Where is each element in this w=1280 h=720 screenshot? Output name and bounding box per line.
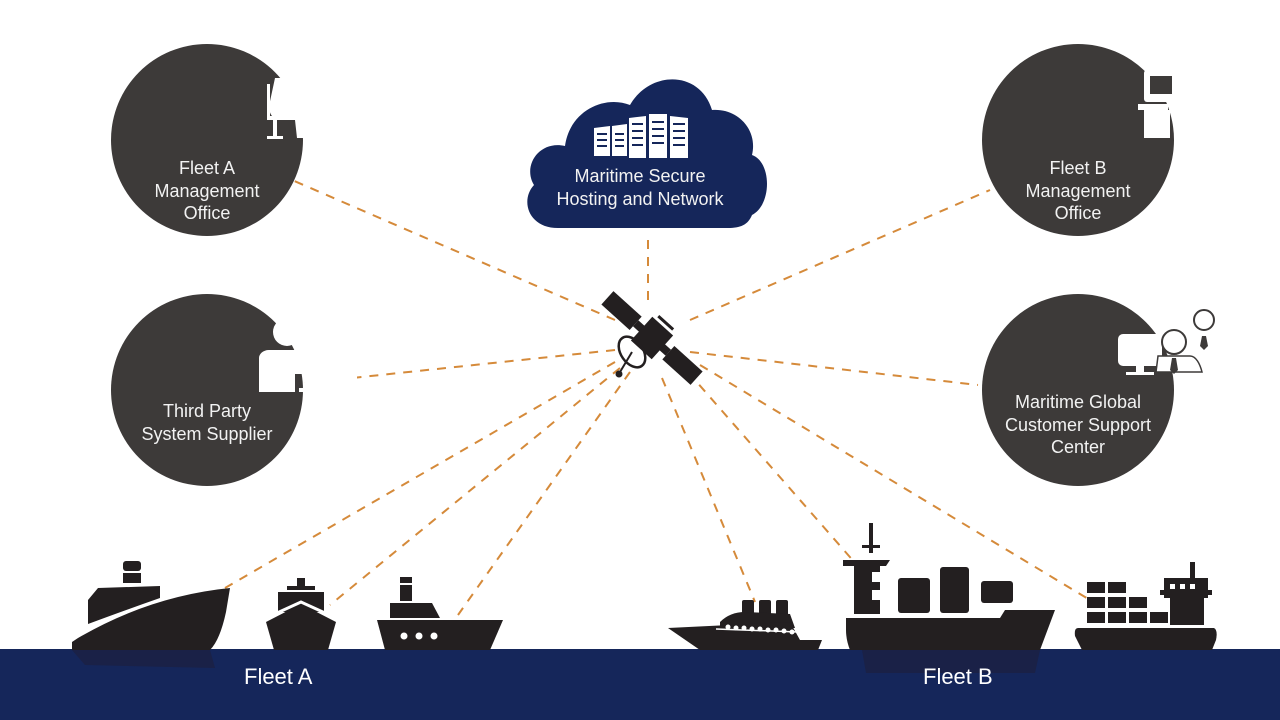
computer-user-icon <box>259 314 357 392</box>
link-cruise-ship <box>661 377 756 603</box>
desk-worker-icon <box>267 54 355 139</box>
link-support-center <box>689 351 979 386</box>
node-label-line: Management <box>154 180 260 201</box>
link-fleet-b-office <box>689 189 991 321</box>
link-cargo-ship <box>699 364 1091 601</box>
node-label-line: Fleet B <box>1049 158 1107 178</box>
node-label-line: Center <box>1050 437 1106 457</box>
node-label-line: Management <box>1025 180 1131 201</box>
link-fleet-a-office <box>291 179 616 321</box>
fleet-a-label: Fleet A <box>244 664 313 689</box>
node-label-line: System Supplier <box>141 423 273 444</box>
node-fleet-b-office: Fleet B Management Office <box>982 44 1212 236</box>
node-support-center: Maritime Global Customer Support Center <box>982 294 1230 486</box>
node-label-line: Office <box>1054 203 1102 223</box>
sea-band <box>0 649 1280 720</box>
node-label-line: Third Party <box>162 401 252 421</box>
cloud-label-line-1: Maritime Secure <box>574 166 706 186</box>
node-fleet-a-office: Fleet A Management Office <box>111 44 355 236</box>
node-label-line: Maritime Global <box>1014 392 1142 412</box>
node-label-line: Office <box>183 203 231 223</box>
link-container-ship <box>687 371 871 581</box>
support-agents-icon <box>1118 309 1230 375</box>
workstation-user-icon <box>1138 63 1212 138</box>
node-label-line: Customer Support <box>1004 414 1152 435</box>
link-tugboat <box>457 371 631 616</box>
link-tanker-ship <box>224 361 616 589</box>
cloud-label-line-2: Hosting and Network <box>556 189 724 209</box>
cloud-label: Maritime Secure Hosting and Network <box>520 165 760 211</box>
link-bow-ship <box>329 367 621 606</box>
node-third-party: Third Party System Supplier <box>111 294 357 486</box>
fleet-b-label: Fleet B <box>923 664 993 689</box>
node-label-line: Fleet A <box>178 158 236 178</box>
